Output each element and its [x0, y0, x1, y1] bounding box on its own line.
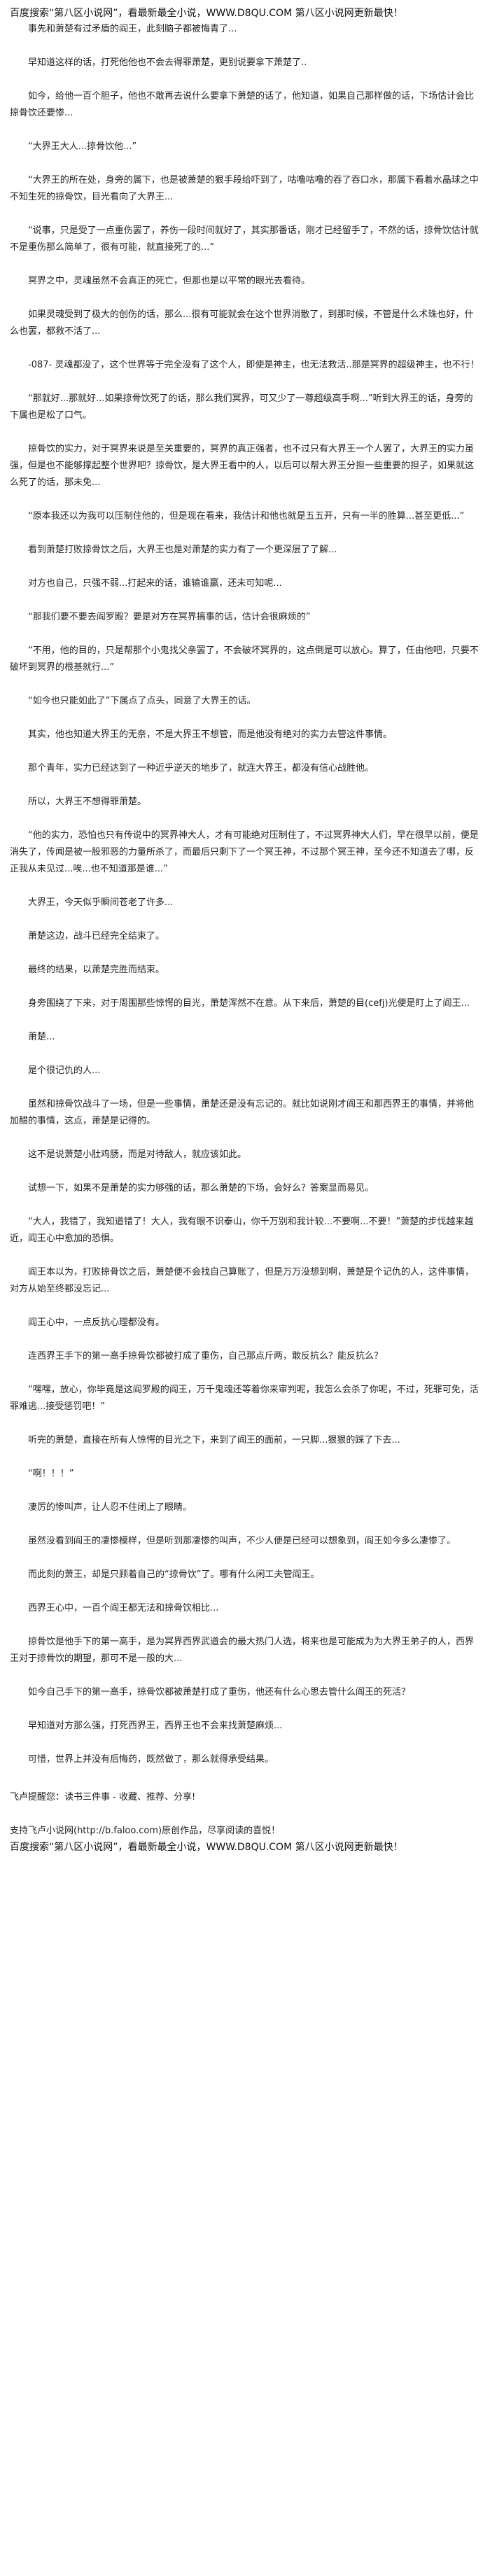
paragraph-gap [10, 1667, 480, 1684]
chapter-paragraph: “说事，只是受了一点重伤罢了，养伤一段时间就好了，其实那番话，刚才已经留手了，不… [10, 225, 479, 253]
chapter-paragraph: “不用，他的目的，只是帮那个小鬼找父亲罢了，不会破坏冥界的，这点倒是可以放心。算… [10, 645, 479, 673]
chapter-paragraph: 大界王，今天似乎瞬间苍老了许多... [28, 897, 174, 908]
paragraph-gap [10, 1483, 480, 1499]
chapter-paragraph: 早知道对方那么强，打死西界王，西界王也不会来找萧楚麻烦... [28, 1721, 283, 1731]
paragraph-gap [10, 491, 480, 508]
chapter-paragraph: -087- 灵魂都没了，这个世界等于完全没有了这个人，即使是神主，也无法救活..… [28, 360, 479, 370]
paragraph-gap [10, 911, 480, 928]
chapter-paragraph: 萧楚... [28, 1032, 55, 1042]
chapter-paragraph: 是个很记仇的人... [28, 1065, 101, 1076]
paragraph-gap [10, 1130, 480, 1147]
chapter-paragraph: 阎王心中，一点反抗心理都没有。 [28, 1317, 165, 1328]
paragraph-gap [10, 340, 480, 357]
chapter-paragraph: 掠骨饮的实力，对于冥界来说是至关重要的，冥界的真正强者，也不过只有大界王一个人罢… [10, 444, 475, 488]
paragraph-gap [10, 1012, 480, 1029]
chapter-paragraph: “那我们要不要去阎罗殿？要是对方在冥界搞事的话，估计会很麻烦的” [28, 612, 311, 622]
paragraph-gap [10, 1163, 480, 1180]
chapter-paragraph: 掠骨饮是他手下的第一高手，是为冥界西界武道会的最大热门人选，将来也是可能成为为大… [10, 1637, 475, 1664]
chapter-paragraph: 冥界之中，灵魂虽然不会真正的死亡，但那也是以平常的眼光去看待。 [28, 276, 311, 286]
paragraph-gap [10, 1735, 480, 1751]
paragraph-gap [10, 290, 480, 307]
paragraph-gap [10, 525, 480, 542]
paragraph-gap [10, 1046, 480, 1063]
chapter-paragraph: 凄厉的惨叫声，让人忍不住闭上了眼睛。 [28, 1502, 192, 1513]
chapter-paragraph: 如今自己手下的第一高手，掠骨饮都被萧楚打成了重伤，他还有什么心思去管什么阎王的死… [28, 1687, 411, 1698]
chapter-paragraph: 早知道这样的话，打死他他也不会去得罪萧楚，更别说要拿下萧楚了.. [28, 57, 307, 68]
paragraph-gap [10, 777, 480, 794]
paragraph-gap [10, 1768, 480, 1785]
chapter-paragraph: 看到萧楚打败掠骨饮之后，大界王也是对萧楚的实力有了一个更深层了了解... [28, 545, 337, 555]
paragraph-gap [10, 122, 480, 139]
paragraph-gap [10, 878, 480, 895]
support-note: 支持飞卢小说网(http://b.faloo.com)原创作品，尽享阅读的喜悦！ [10, 1826, 281, 1836]
paragraph-gap [10, 710, 480, 727]
chapter-paragraph: “他的实力，恐怕也只有传说中的冥界神大人，才有可能绝对压制住了，不过冥界神大人们… [10, 830, 479, 874]
chapter-paragraph: 连西界王手下的第一高手掠骨饮都被打成了重伤，自己那点斤两，敢反抗么？能反抗么？ [28, 1351, 384, 1362]
chapter-paragraph: 虽然和掠骨饮战斗了一场，但是一些事情，萧楚还是没有忘记的。就比如说刚才阎王和那西… [10, 1099, 475, 1126]
paragraph-gap [10, 374, 480, 391]
chapter-paragraph: 这不是说萧楚小肚鸡肠，而是对待敌人，就应该如此。 [28, 1149, 247, 1160]
chapter-paragraph: 身旁围绕了下来，对于周围那些惊愕的目光，萧楚浑然不在意。从下来后，萧楚的目(ce… [28, 998, 470, 1009]
paragraph-gap [10, 811, 480, 827]
paragraph-gap [10, 1365, 480, 1382]
chapter-paragraph: 试想一下，如果不是萧楚的实力够强的话，那么萧楚的下场，会好么？答案显而易见。 [28, 1183, 374, 1194]
paragraph-gap [10, 1079, 480, 1096]
site-banner-top: 百度搜索“第八区小说网”，看最新最全小说，WWW.D8QU.COM 第八区小说网… [10, 8, 403, 19]
chapter-paragraph: “啊！！！” [28, 1469, 74, 1479]
chapter-paragraph: “大界王的所在处，身旁的属下，也是被萧楚的狠手段给吓到了，咕噜咕噜的吞了吞口水，… [10, 175, 479, 202]
reader-note: 飞卢提醒您：读书三件事 - 收藏、推荐、分享! [10, 1792, 196, 1802]
chapter-paragraph: 可惜，世界上并没有后悔药，既然做了，那么就得承受结果。 [28, 1754, 274, 1765]
chapter-paragraph: 听完的萧楚，直接在所有人惊愕的目光之下，来到了阎王的面前，一只脚...狠狠的踩了… [28, 1435, 400, 1446]
chapter-paragraph: “如今也只能如此了”下属点了点头，同意了大界王的话。 [28, 696, 256, 706]
paragraph-gap [10, 1583, 480, 1600]
chapter-paragraph: 阎王本以为，打败掠骨饮之后，萧楚便不会找自己算账了，但是万万没想到啊，萧楚是个记… [10, 1267, 475, 1294]
paragraph-gap [10, 1806, 480, 1823]
paragraph-gap [10, 1197, 480, 1214]
chapter-tail: 飞卢提醒您：读书三件事 - 收藏、推荐、分享! 支持飞卢小说网(http://b… [10, 1789, 480, 1840]
paragraph-gap [10, 1516, 480, 1533]
chapter-paragraph: 所以，大界王不想得罪萧楚。 [28, 797, 147, 807]
paragraph-gap [10, 743, 480, 760]
paragraph-gap [10, 979, 480, 995]
paragraph-gap [10, 1550, 480, 1567]
chapter-paragraph: 那个青年，实力已经达到了一种近乎逆天的地步了，就连大界王，都没有信心战胜他。 [28, 763, 374, 774]
chapter-paragraph: 如果灵魂受到了极大的创伤的话，那么...很有可能就会在这个世界消散了，到那时候，… [10, 309, 474, 337]
chapter-paragraph: 西界王心中，一百个阎王都无法和掠骨饮相比... [28, 1603, 219, 1614]
chapter-paragraph: 对方也自己，只强不弱...打起来的话，谁输谁赢，还未可知呢... [28, 578, 282, 589]
chapter-paragraph: “原本我还以为我可以压制住他的，但是现在看来，我估计和他也就是五五开，只有一半的… [28, 511, 465, 522]
chapter-paragraph: 而此刻的萧王，却是只顾着自己的“掠骨饮”了。哪有什么闲工夫管阎王。 [28, 1569, 320, 1580]
site-banner-bottom: 百度搜索“第八区小说网”，看最新最全小说，WWW.D8QU.COM 第八区小说网… [10, 1842, 403, 1853]
paragraph-gap [10, 559, 480, 575]
paragraph-gap [10, 1449, 480, 1466]
paragraph-gap [10, 155, 480, 172]
chapter-paragraph: 其实，他也知道大界王的无奈，不是大界王不想管，而是他没有绝对的实力去管这件事情。 [28, 729, 393, 740]
paragraph-gap [10, 1415, 480, 1432]
chapter-paragraph: 萧楚这边，战斗已经完全结束了。 [28, 931, 165, 941]
paragraph-gap [10, 206, 480, 223]
paragraph-gap [10, 1298, 480, 1315]
paragraph-gap [10, 945, 480, 962]
paragraph-gap [10, 676, 480, 693]
paragraph-gap [10, 592, 480, 609]
paragraph-gap [10, 424, 480, 441]
chapter-paragraph: “大人，我错了，我知道错了！大人，我有眼不识泰山，你千万别和我计较...不要啊.… [10, 1217, 474, 1244]
chapter-paragraph: “那就好...那就好...如果掠骨饮死了的话，那么我们冥界，可又少了一尊超级高手… [10, 393, 473, 421]
paragraph-gap [10, 1617, 480, 1634]
chapter-paragraph: 虽然没看到阎王的凄惨模样，但是听到那凄惨的叫声，不少人便是已经可以想象到，阎王如… [28, 1536, 456, 1546]
chapter-paragraph: 事先和萧楚有过矛盾的阎王，此刻脑子都被悔青了... [28, 24, 237, 34]
paragraph-gap [10, 71, 480, 88]
paragraph-gap [10, 1701, 480, 1718]
paragraph-gap [10, 626, 480, 643]
paragraph-gap [10, 1331, 480, 1348]
chapter-body: 事先和萧楚有过矛盾的阎王，此刻脑子都被悔青了... 早知道这样的话，打死他他也不会… [10, 21, 480, 1785]
paragraph-gap [10, 1247, 480, 1264]
chapter-paragraph: “嘿嘿，放心，你毕竟是这阎罗殿的阎王，万千鬼魂还等着你来审判呢，我怎么会杀了你呢… [10, 1385, 479, 1412]
paragraph-gap [10, 38, 480, 55]
paragraph-gap [10, 256, 480, 273]
chapter-paragraph: 最终的结果，以萧楚完胜而结束。 [28, 965, 165, 975]
chapter-paragraph: “大界王大人...掠骨饮他...” [28, 141, 137, 152]
chapter-paragraph: 如今，给他一百个胆子，他也不敢再去说什么要拿下萧楚的话了，他知道，如果自己那样做… [10, 91, 475, 118]
